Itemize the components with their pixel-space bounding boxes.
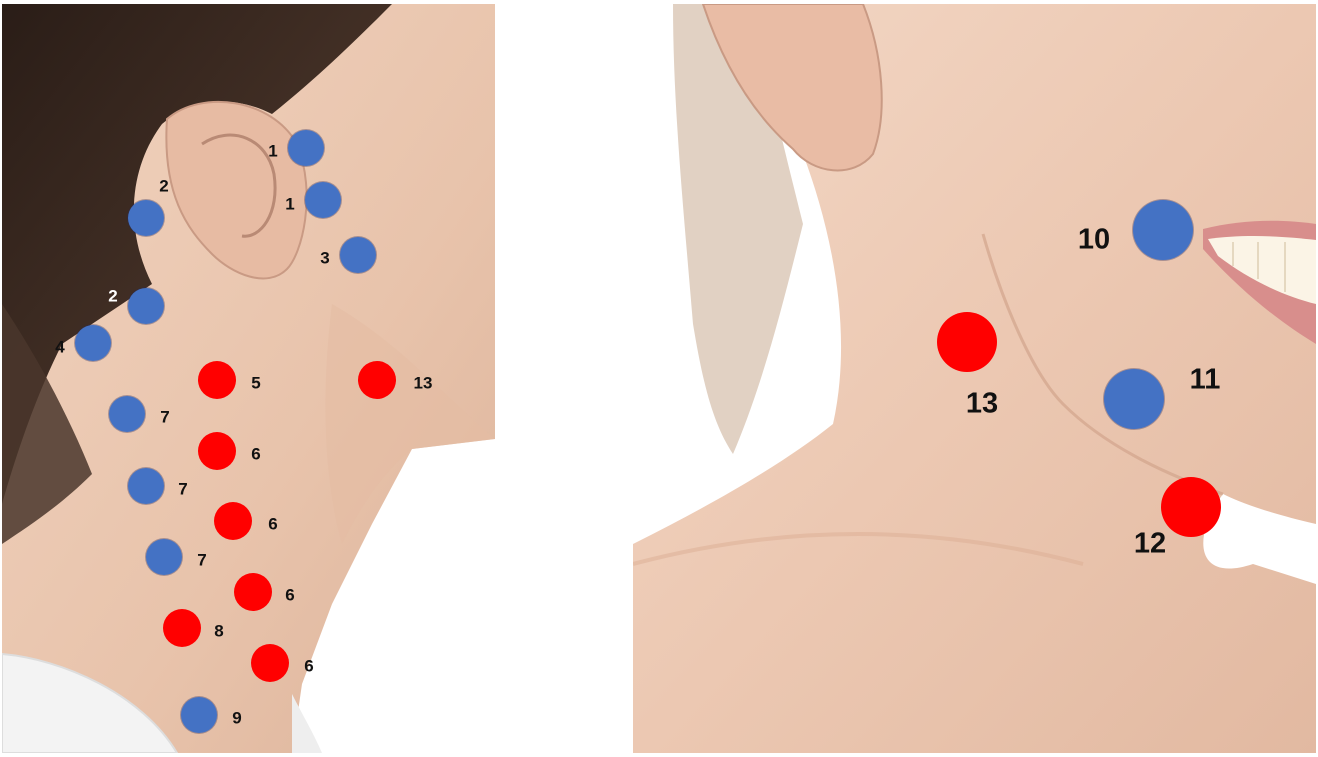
node-label-7a: 7	[160, 409, 169, 426]
node-marker-13-left	[358, 361, 396, 399]
node-label-3: 3	[320, 250, 329, 267]
node-label-7b: 7	[178, 481, 187, 498]
node-marker-2a	[128, 200, 164, 236]
node-label-10: 10	[1078, 226, 1110, 255]
node-label-2a: 2	[159, 178, 168, 195]
node-marker-3	[340, 237, 376, 273]
node-label-12: 12	[1134, 530, 1166, 559]
node-marker-4	[75, 325, 111, 361]
node-marker-1a	[288, 130, 324, 166]
node-label-6b: 6	[268, 516, 277, 533]
node-marker-7c	[146, 539, 182, 575]
node-marker-7a	[109, 396, 145, 432]
node-marker-10	[1133, 200, 1193, 260]
node-label-6d: 6	[304, 658, 313, 675]
node-marker-6c	[234, 573, 272, 611]
node-label-5: 5	[251, 375, 260, 392]
node-label-4: 4	[55, 339, 64, 356]
node-marker-13-right	[937, 312, 997, 372]
node-marker-6a	[198, 432, 236, 470]
node-label-11: 11	[1190, 366, 1221, 395]
node-label-9: 9	[232, 710, 241, 727]
node-label-1b: 1	[285, 196, 294, 213]
node-marker-5	[198, 361, 236, 399]
node-label-13-right: 13	[966, 390, 998, 419]
node-marker-6b	[214, 502, 252, 540]
node-marker-12	[1161, 477, 1221, 537]
node-marker-1b	[305, 182, 341, 218]
node-marker-11	[1104, 369, 1164, 429]
node-marker-7b	[128, 468, 164, 504]
node-marker-9	[181, 697, 217, 733]
node-label-13-left: 13	[414, 375, 433, 392]
node-label-7c: 7	[197, 552, 206, 569]
node-label-1a: 1	[268, 143, 277, 160]
node-marker-2b	[128, 288, 164, 324]
node-marker-6d	[251, 644, 289, 682]
node-label-8: 8	[214, 623, 223, 640]
node-marker-8	[163, 609, 201, 647]
node-label-6a: 6	[251, 446, 260, 463]
node-label-6c: 6	[285, 587, 294, 604]
node-label-2b: 2	[108, 288, 117, 305]
